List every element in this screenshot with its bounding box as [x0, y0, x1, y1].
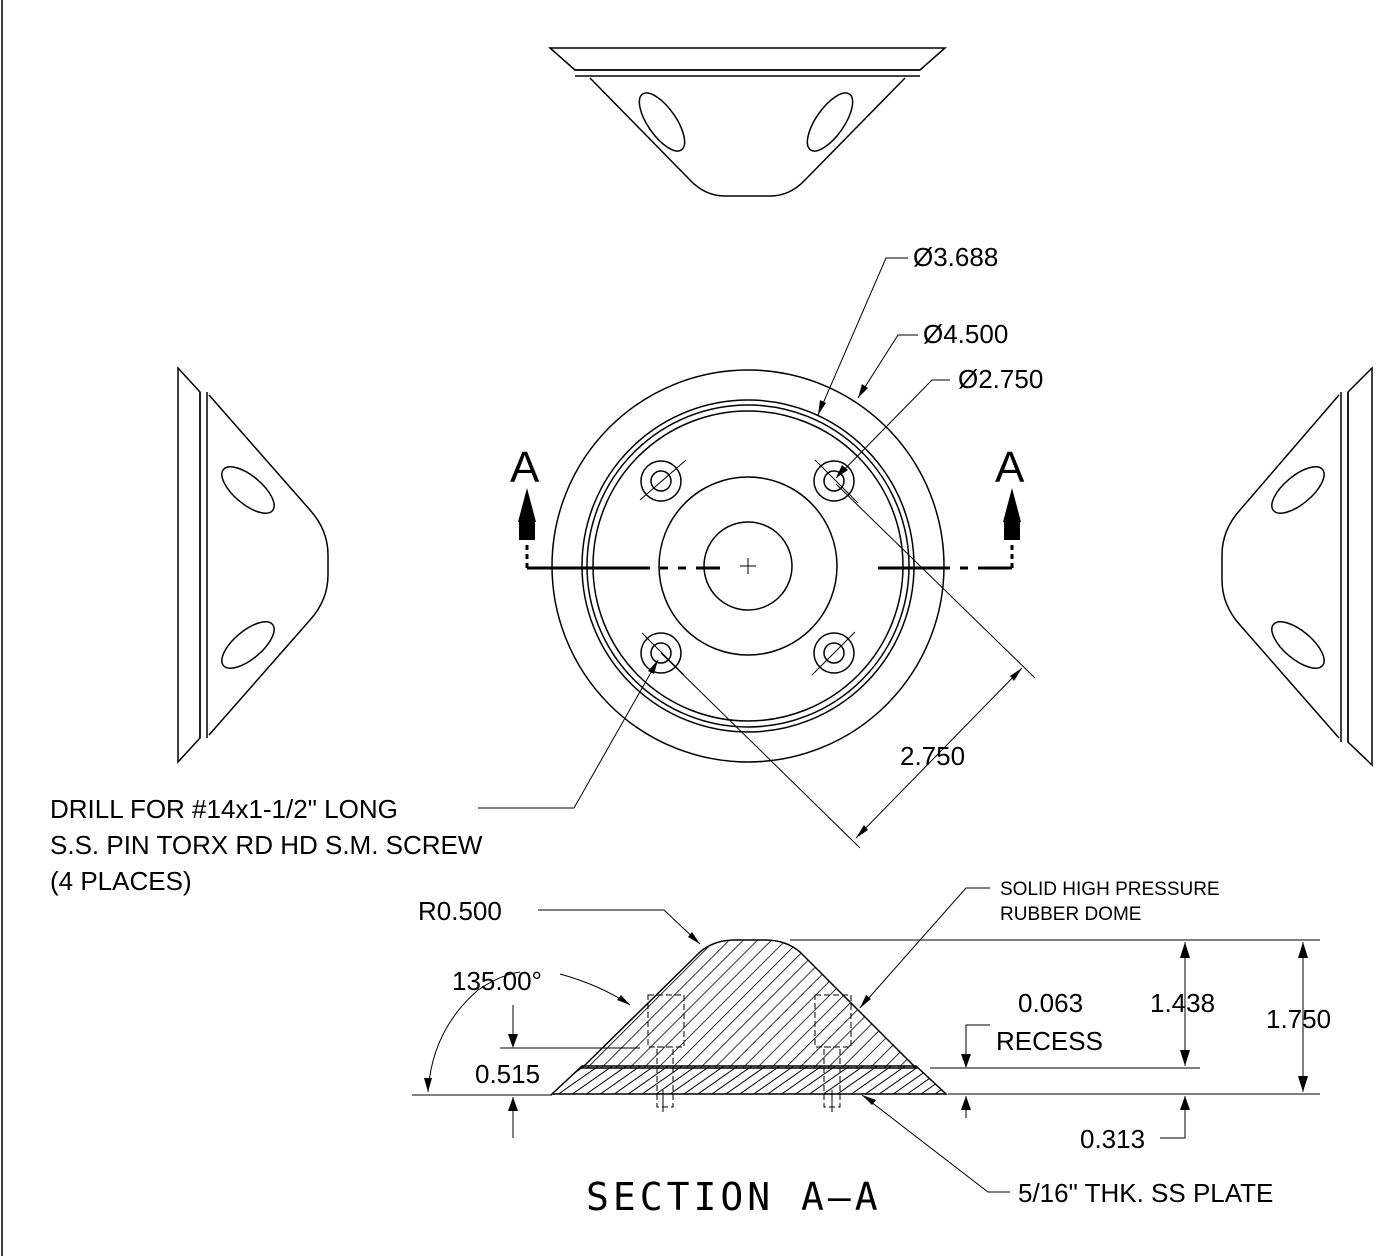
section-a-a	[550, 939, 948, 1112]
bolt-hole-tl	[639, 459, 687, 502]
dim-line-0313	[1160, 1096, 1190, 1139]
note-rubber-line2: RUBBER DOME	[1000, 904, 1141, 925]
section-arrow-right	[1003, 488, 1021, 522]
dim-line-2750	[660, 483, 1036, 849]
section-title: SECTION A—A	[586, 1175, 882, 1219]
dim-0313: 0.313	[1080, 1124, 1145, 1154]
dim-2750: 2.750	[900, 741, 965, 771]
leader-d4500	[857, 334, 918, 399]
dim-line-0515	[500, 1005, 640, 1138]
dim-1438: 1.438	[1150, 988, 1215, 1018]
plan-view	[518, 369, 1021, 763]
ss-plate	[550, 1065, 948, 1095]
top-projection-view	[548, 47, 947, 197]
dim-angle: 135.00°	[452, 966, 542, 996]
bolt-hole-tr	[813, 459, 859, 504]
note-drill-line2: S.S. PIN TORX RD HD S.M. SCREW	[50, 830, 483, 860]
dim-1750: 1.750	[1266, 1004, 1331, 1034]
leader-d2750	[835, 379, 950, 479]
dim-0515: 0.515	[475, 1059, 540, 1089]
section-arrow-left	[518, 488, 536, 522]
dim-d2750: Ø2.750	[958, 364, 1043, 394]
dim-0063: 0.063	[1018, 988, 1083, 1018]
leader-rubber	[859, 887, 990, 1009]
leader-drill	[478, 659, 659, 809]
note-drill-line3: (4 PLACES)	[50, 866, 192, 896]
dim-d4500: Ø4.500	[923, 319, 1008, 349]
section-marker-right: A	[995, 443, 1025, 492]
rubber-dome	[580, 939, 918, 1069]
note-rubber-line1: SOLID HIGH PRESSURE	[1000, 879, 1220, 900]
note-drill-line1: DRILL FOR #14x1-1/2" LONG	[50, 794, 398, 824]
dim-line-1750	[1298, 942, 1308, 1092]
dim-line-0063	[961, 1024, 990, 1118]
leader-plate	[861, 1094, 1010, 1193]
dim-d3688: Ø3.688	[913, 242, 998, 272]
dim-angle-arc	[412, 971, 631, 1096]
dim-line-1438	[1180, 942, 1190, 1066]
right-projection-view	[1221, 366, 1373, 767]
left-projection-view	[177, 366, 329, 764]
leader-d3688	[817, 257, 908, 416]
leader-r0500	[538, 909, 701, 945]
note-plate: 5/16" THK. SS PLATE	[1018, 1178, 1273, 1208]
dim-recess-label: RECESS	[996, 1026, 1103, 1056]
bolt-hole-br	[811, 631, 856, 676]
section-marker-left: A	[510, 443, 540, 492]
dim-r0500: R0.500	[418, 896, 502, 926]
